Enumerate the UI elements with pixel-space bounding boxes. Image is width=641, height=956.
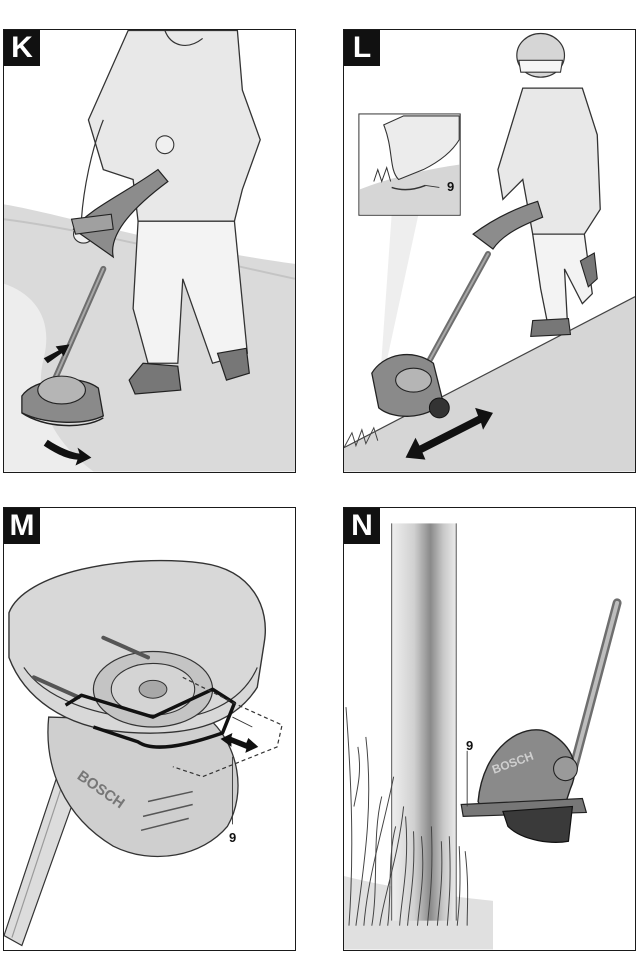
motor-housing: BOSCH	[47, 716, 239, 858]
arrow-right-icon	[43, 439, 92, 466]
illustration-panel-k: K	[3, 29, 296, 473]
panel-label-m: M	[4, 508, 40, 544]
panel-label-n: N	[344, 508, 380, 544]
part-callout-9: 9	[229, 830, 237, 845]
person-figure	[72, 30, 261, 395]
grass-trimmer	[21, 168, 169, 427]
arrow-up-icon	[43, 344, 70, 364]
illustration-panel-l: L	[343, 29, 636, 473]
part-callout-9: 9	[466, 738, 474, 753]
edge-guide-wire	[64, 676, 283, 778]
part-callout-9: 9	[447, 179, 455, 194]
trimming-around-tree-illustration: BOSCH	[344, 523, 622, 950]
illustration-panel-m: M BOSCH	[3, 507, 296, 951]
trimming-along-slope-illustration	[344, 32, 635, 472]
detail-inset	[358, 113, 461, 216]
tree-trunk	[391, 523, 457, 921]
panel-label-k: K	[4, 30, 40, 66]
person-figure	[497, 32, 601, 337]
grass-trimmer: BOSCH	[460, 598, 622, 843]
double-arrow-icon	[220, 732, 259, 753]
trimming-along-edge-illustration	[4, 30, 295, 472]
grass	[345, 707, 469, 926]
edge-guide-detail-illustration: BOSCH	[4, 559, 283, 947]
illustration-panel-n: N	[343, 507, 636, 951]
panel-label-l: L	[344, 30, 380, 66]
double-arrow-icon	[405, 407, 493, 460]
grass-trimmer	[371, 200, 544, 419]
